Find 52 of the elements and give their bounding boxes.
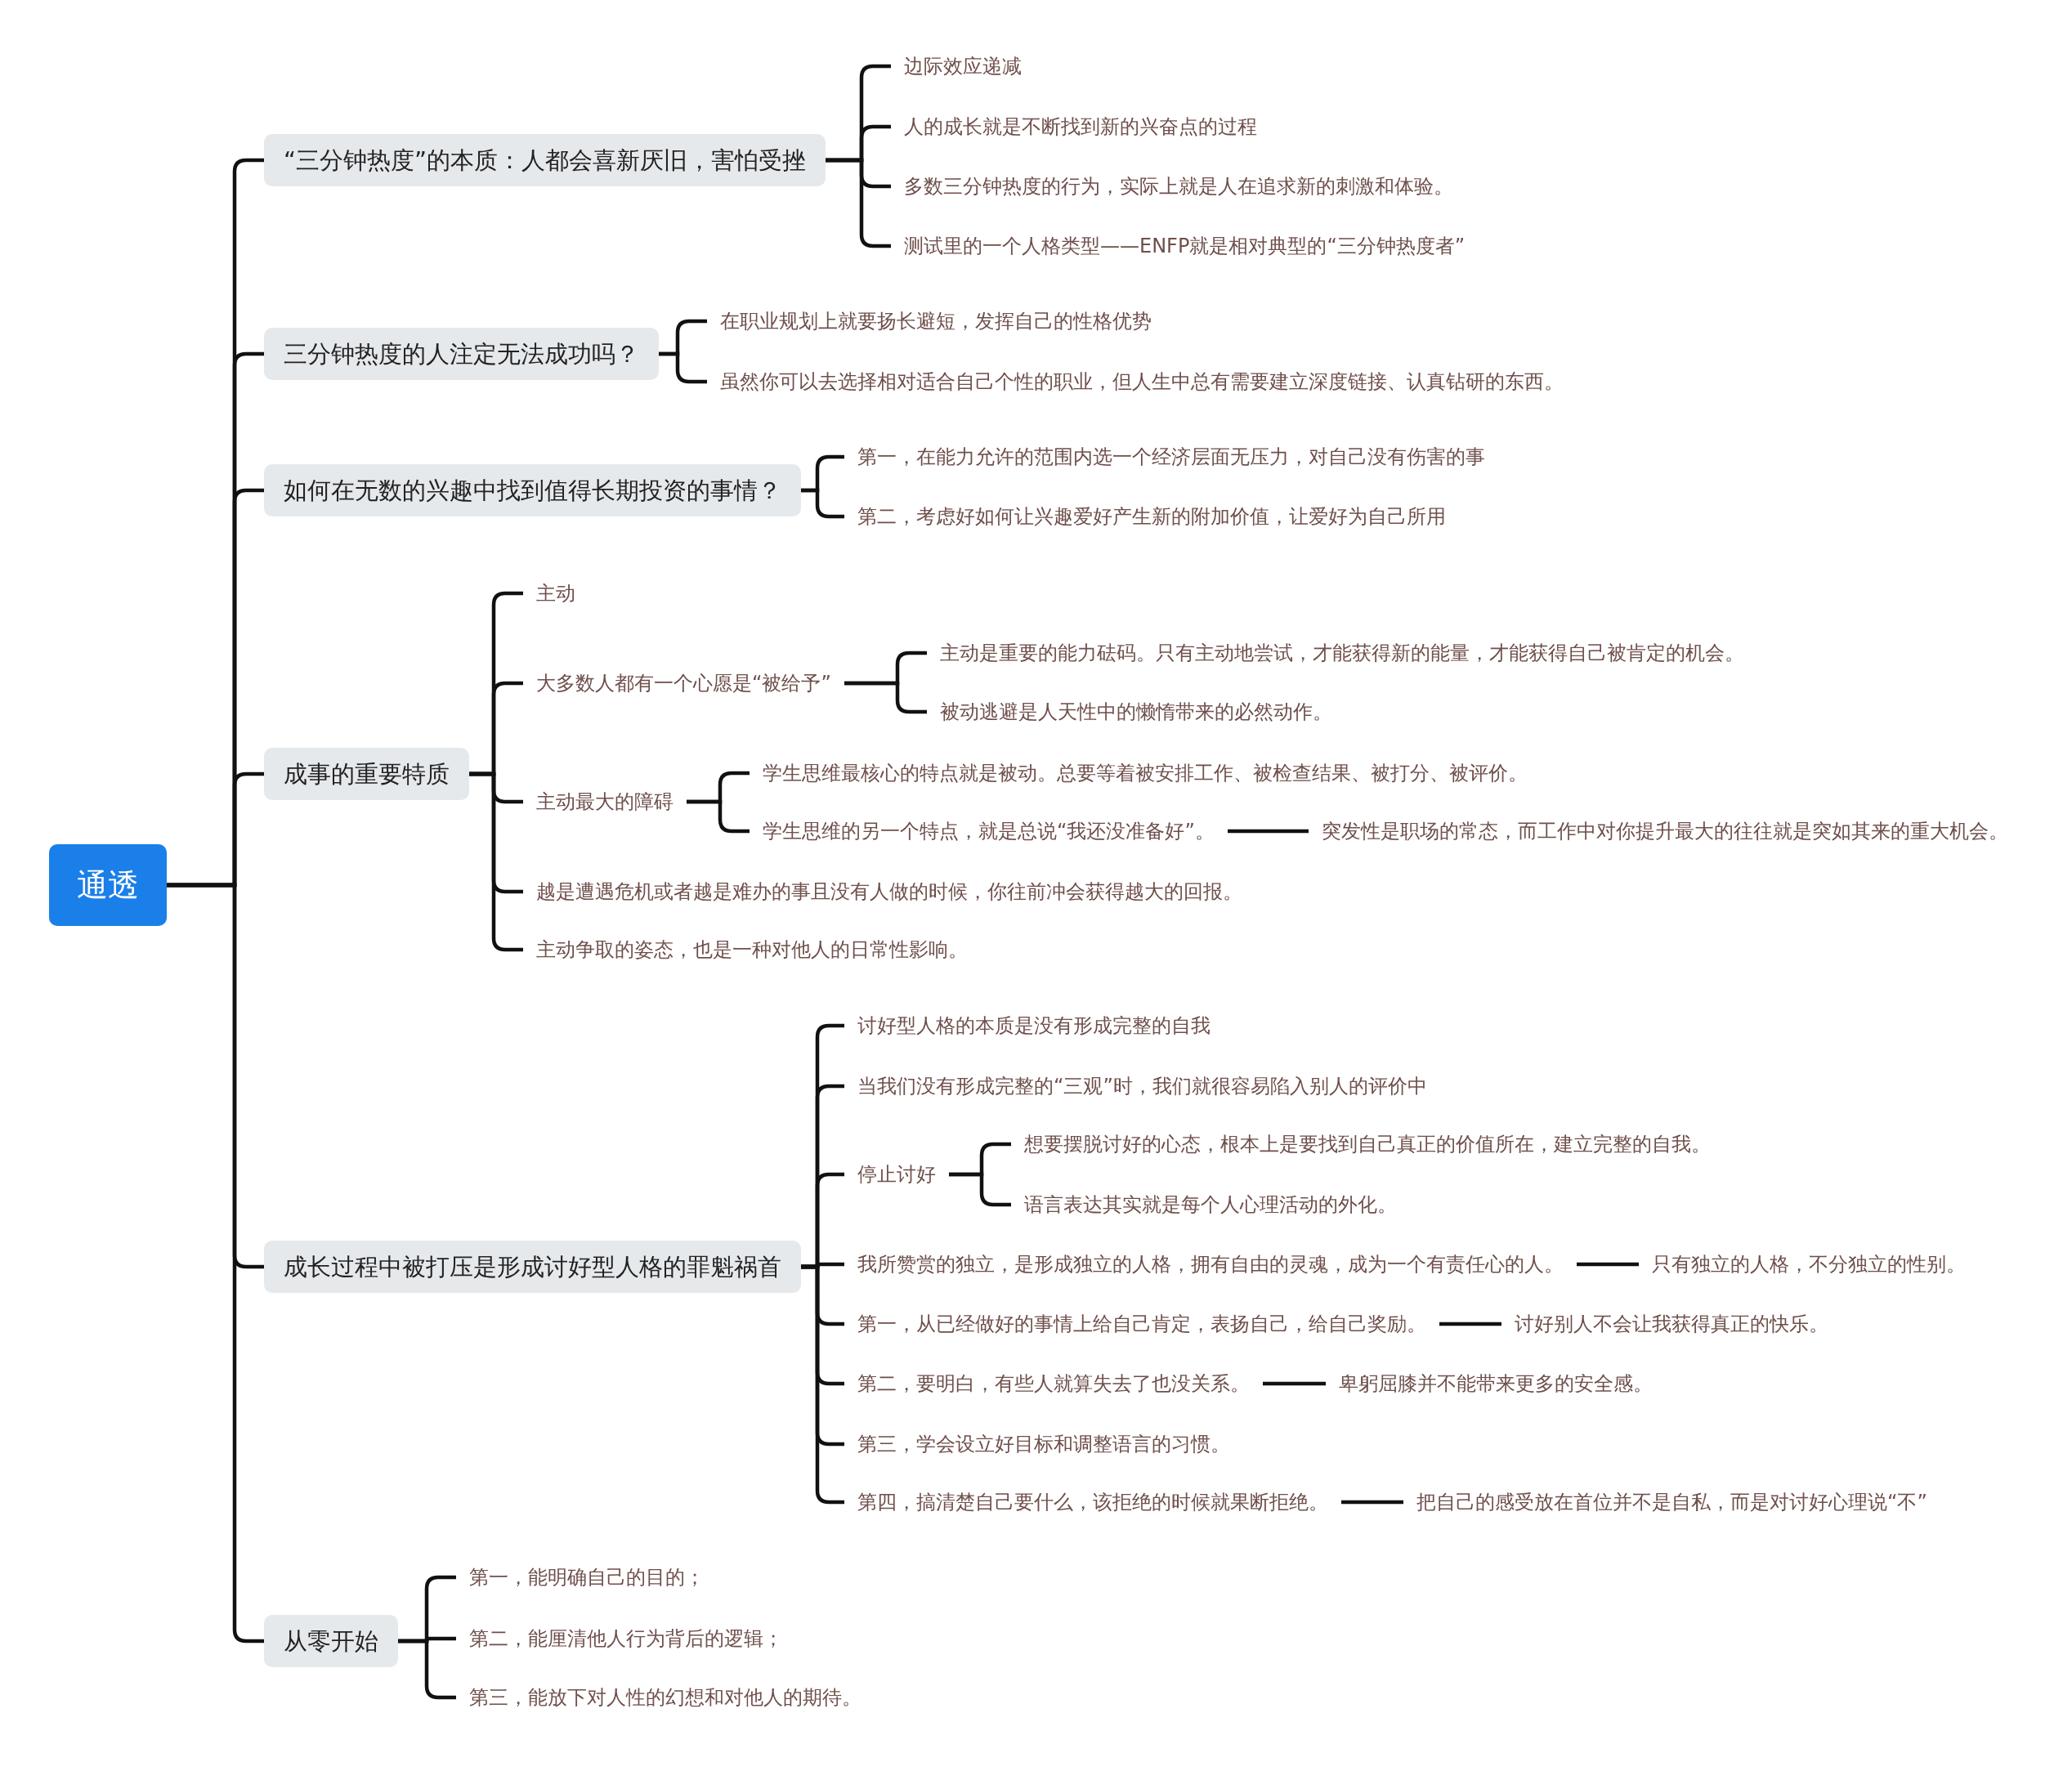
topic-text: 第一，在能力允许的范围内选一个经济层面无压力，对自己没有伤害的事 (844, 441, 1498, 472)
topic-text: 想要摆脱讨好的心态，根本上是要找到自己真正的价值所在，建立完整的自我。 (1011, 1129, 1724, 1160)
topic-text: 大多数人都有一个心愿是“被给予” (523, 668, 844, 699)
topic-box: 如何在无数的兴趣中找到值得长期投资的事情？ (264, 464, 801, 517)
topic-text: 第二，要明白，有些人就算失去了也没关系。 (844, 1368, 1263, 1399)
connector-line (949, 1172, 1011, 1207)
topic-text: 语言表达其实就是每个人心理活动的外化。 (1011, 1189, 1410, 1220)
topic-text: 第一，能明确自己的目的； (456, 1562, 718, 1593)
connector-line (1577, 1262, 1639, 1267)
topic-box: 三分钟热度的人注定无法成功吗？ (264, 328, 659, 380)
topic-text: 把自己的感受放在首位并不是自私，而是对讨好心理说“不” (1403, 1487, 1940, 1518)
topic-box: 成长过程中被打压是形成讨好型人格的罪魁祸首 (264, 1241, 801, 1293)
topic-text: 虽然你可以去选择相对适合自己个性的职业，但人生中总有需要建立深度链接、认真钻研的东西。 (707, 366, 1577, 397)
connector-line (1228, 829, 1309, 834)
topic-text: 主动争取的姿态，也是一种对他人的日常性影响。 (523, 934, 981, 965)
topic-text: 学生思维最核心的特点就是被动。总要等着被安排工作、被检查结果、被打分、被评价。 (750, 758, 1541, 789)
topic-text: 边际效应递减 (891, 51, 1035, 82)
topic-text: 停止讨好 (844, 1159, 949, 1190)
topic-text: 人的成长就是不断找到新的兴奋点的过程 (891, 111, 1270, 142)
topic-text: 多数三分钟热度的行为，实际上就是人在追求新的刺激和体验。 (891, 171, 1466, 202)
topic-text: 我所赞赏的独立，是形成独立的人格，拥有自由的灵魂，成为一个有责任心的人。 (844, 1249, 1577, 1280)
connector-line (687, 799, 750, 834)
topic-text: 主动 (523, 578, 588, 609)
topic-text: 第一，从已经做好的事情上给自己肯定，表扬自己，给自己奖励。 (844, 1308, 1439, 1339)
topic-text: 测试里的一个人格类型——ENFP就是相对典型的“三分钟热度者” (891, 230, 1479, 262)
connector-line (1341, 1500, 1403, 1505)
topic-text: 讨好型人格的本质是没有形成完整的自我 (844, 1010, 1224, 1041)
topic-text: 只有独立的人格，不分独立的性别。 (1639, 1249, 1979, 1280)
root-box: 通透 (49, 844, 167, 926)
topic-text: 被动逃避是人天性中的懒惰带来的必然动作。 (927, 696, 1345, 727)
topic-text: 讨好别人不会让我获得真正的快乐。 (1501, 1308, 1842, 1339)
topic-text: 突发性是职场的常态，而工作中对你提升最大的往往就是突如其来的重大机会。 (1309, 816, 2021, 847)
topic-text: 学生思维的另一个特点，就是总说“我还没准备好”。 (750, 816, 1228, 847)
topic-text: 第三，学会设立好目标和调整语言的习惯。 (844, 1429, 1243, 1460)
connector-line (1263, 1381, 1326, 1386)
topic-box: “三分钟热度”的本质：人都会喜新厌旧，害怕受挫 (264, 134, 826, 186)
topic-text: 主动最大的障碍 (523, 786, 687, 817)
connector-line (1439, 1322, 1501, 1326)
topic-text: 在职业规划上就要扬长避短，发挥自己的性格优势 (707, 306, 1165, 337)
connector-line (801, 488, 844, 519)
topic-text: 当我们没有形成完整的“三观”时，我们就很容易陷入别人的评价中 (844, 1071, 1440, 1102)
topic-text: 主动是重要的能力砝码。只有主动地尝试，才能获得新的能量，才能获得自己被肯定的机会。 (927, 637, 1757, 669)
topic-box: 从零开始 (264, 1615, 398, 1667)
topic-box: 成事的重要特质 (264, 748, 469, 800)
topic-text: 卑躬屈膝并不能带来更多的安全感。 (1326, 1368, 1666, 1399)
topic-text: 第二，能厘清他人行为背后的逻辑； (456, 1623, 796, 1654)
topic-text: 越是遭遇危机或者越是难办的事且没有人做的时候，你往前冲会获得越大的回报。 (523, 876, 1255, 907)
topic-text: 第二，考虑好如何让兴趣爱好产生新的附加价值，让爱好为自己所用 (844, 501, 1459, 532)
connector-line (659, 351, 707, 384)
topic-text: 第四，搞清楚自己要什么，该拒绝的时候就果断拒绝。 (844, 1487, 1341, 1518)
connector-line (844, 681, 927, 714)
topic-text: 第三，能放下对人性的幻想和对他人的期待。 (456, 1682, 875, 1713)
